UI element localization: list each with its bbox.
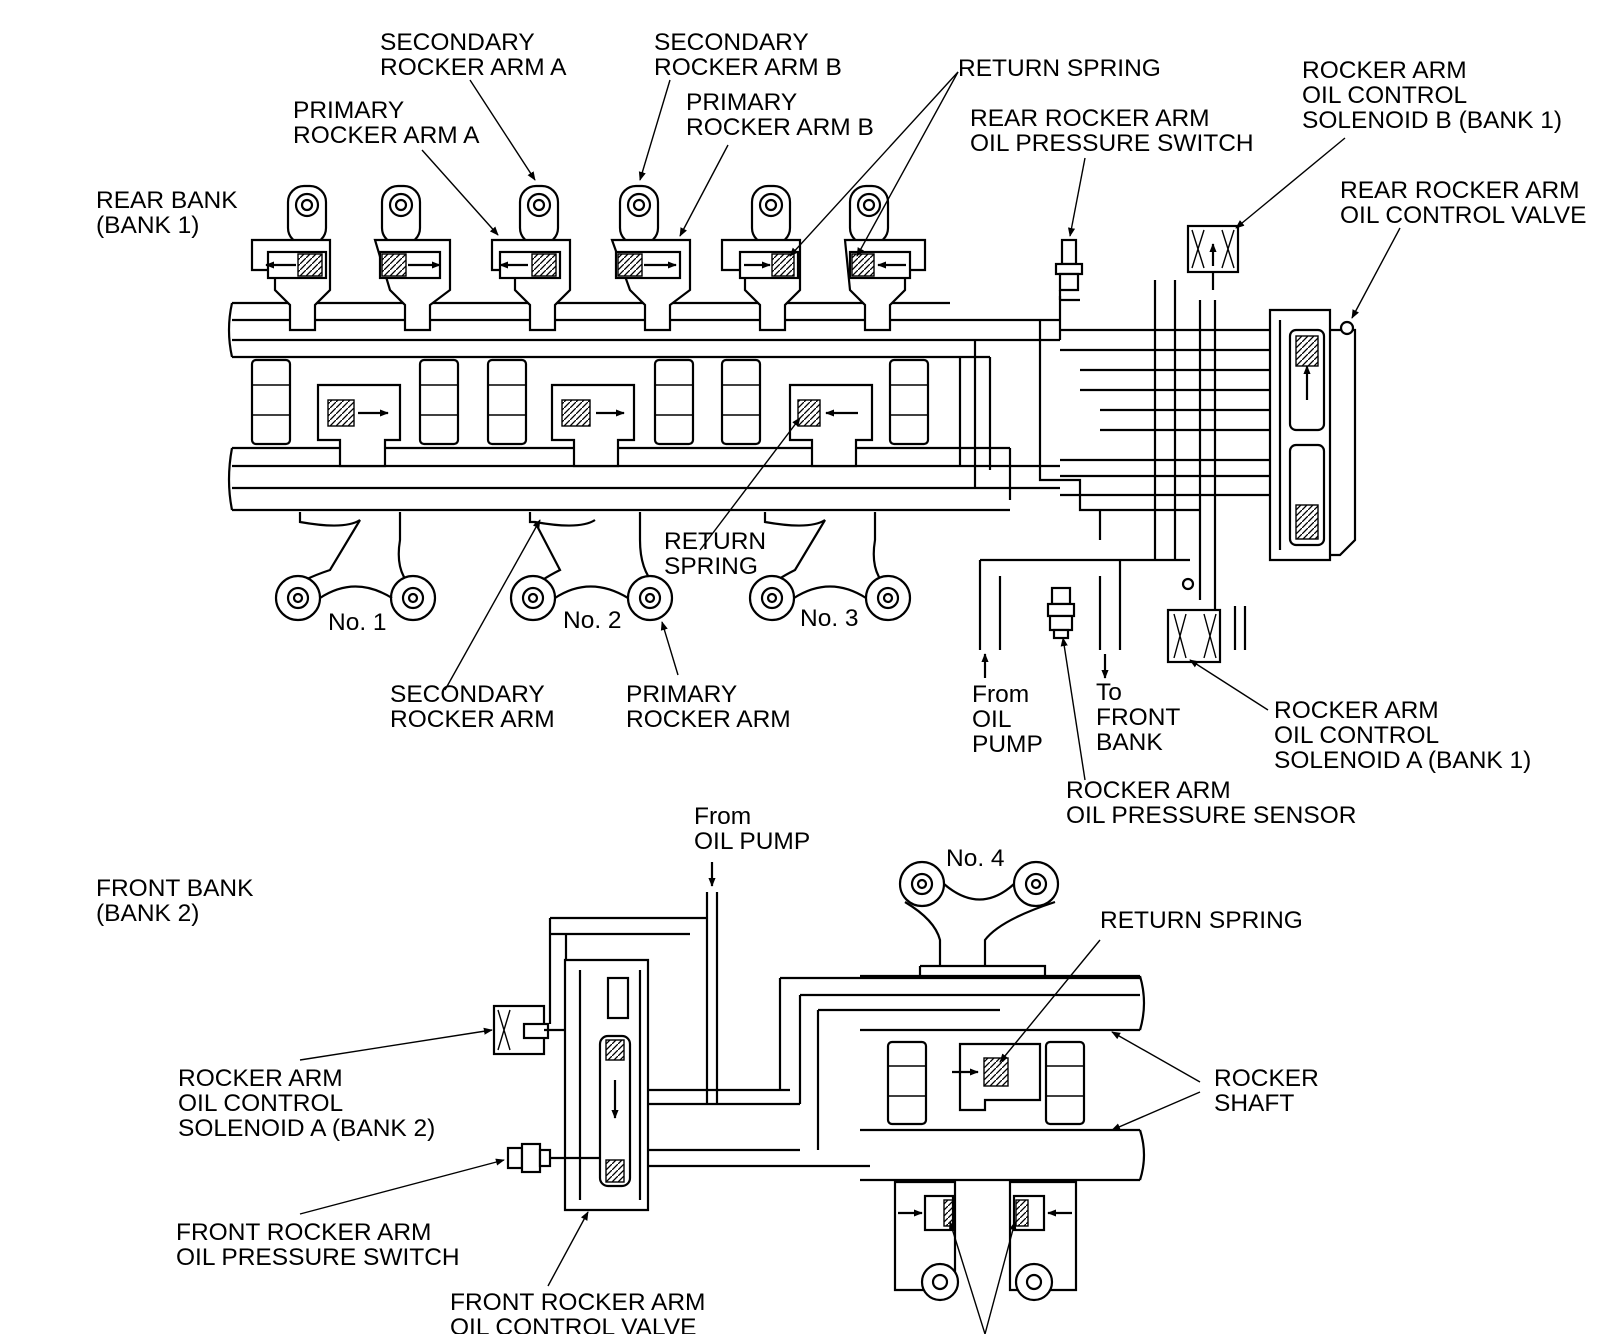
label-solenoid-a-bank1: ROCKER ARM OIL CONTROL SOLENOID A (BANK … [1274,697,1531,774]
label-no3: No. 3 [800,605,859,632]
rear-oil-passages [958,280,1290,650]
label-primary-rocker-arm-a: PRIMARY ROCKER ARM A [293,97,480,149]
front-oil-control-valve [563,958,650,1212]
label-from-oil-pump-rear: From OIL PUMP [972,681,1043,758]
rear-oil-control-valve [1268,308,1357,562]
rocker-arm-no4 [898,860,1060,976]
rear-valve-lifters [250,358,930,468]
label-rear-oil-control-valve: REAR ROCKER ARM OIL CONTROL VALVE [1340,177,1586,229]
label-from-oil-pump-front: From OIL PUMP [694,803,810,855]
label-secondary-rocker-arm-a: SECONDARY ROCKER ARM A [380,29,567,81]
rocker-arm-3 [490,184,572,332]
label-secondary-rocker-arm-b: SECONDARY ROCKER ARM B [654,29,842,81]
rear-oil-pressure-switch [1054,238,1084,292]
lower-piston-2 [550,383,636,468]
label-rear-bank: REAR BANK (BANK 1) [96,187,244,239]
label-rear-oil-pressure-switch: REAR ROCKER ARM OIL PRESSURE SWITCH [970,105,1254,157]
rocker-arm-6 [843,184,927,332]
label-secondary-rocker-arm: SECONDARY ROCKER ARM [390,681,555,733]
label-primary-rocker-arm-b: PRIMARY ROCKER ARM B [686,89,874,141]
label-front-oil-control-valve: FRONT ROCKER ARM OIL CONTROL VALVE [450,1289,712,1334]
label-return-spring-top: RETURN SPRING [958,55,1161,82]
label-no2: No. 2 [563,607,622,634]
front-rocker-shaft [860,974,1146,1182]
labels: SECONDARY ROCKER ARM A SECONDARY ROCKER … [96,29,1586,1339]
solenoid-a-bank1 [1166,577,1247,664]
front-lower-rocker-arms [893,1180,1078,1302]
rear-upper-rocker-shaft [227,301,1060,359]
front-oil-pressure-switch [506,1142,600,1174]
solenoid-b-bank1 [1186,224,1240,290]
label-oil-pressure-sensor: ROCKER ARM OIL PRESSURE SENSOR [1066,777,1356,829]
front-valve-lifters [886,1040,1086,1126]
rear-bank-assembly [227,184,1357,679]
label-to-front-bank: To FRONT BANK [1096,679,1187,756]
front-bank-assembly [492,860,1146,1302]
rocker-arm-4 [610,184,692,332]
solenoid-a-bank2 [492,1004,565,1056]
label-no1: No. 1 [328,609,387,636]
label-solenoid-b-bank1: ROCKER ARM OIL CONTROL SOLENOID B (BANK … [1302,57,1562,134]
label-no4: No. 4 [946,845,1005,872]
rocker-arm-5 [720,184,802,332]
label-front-bank: FRONT BANK (BANK 2) [96,875,260,927]
label-primary-rocker-arm: PRIMARY ROCKER ARM [626,681,791,733]
oil-pressure-sensor [1046,586,1076,640]
rear-lower-rocker-arms [274,512,912,622]
label-rocker-shaft: ROCKER SHAFT [1214,1065,1326,1117]
label-return-spring-front: RETURN SPRING [1100,907,1303,934]
front-oil-passages [648,976,1140,1168]
rocker-arm-2 [373,184,452,332]
leader-lines [299,71,1401,1335]
lower-piston-1 [316,383,402,468]
label-solenoid-a-bank2: ROCKER ARM OIL CONTROL SOLENOID A (BANK … [178,1065,435,1142]
label-return-spring-mid: RETURN SPRING [664,528,773,580]
rocker-arm-1 [250,184,332,332]
rear-upper-rocker-arms [250,184,927,332]
label-front-oil-pressure-switch: FRONT ROCKER ARM OIL PRESSURE SWITCH [176,1219,460,1271]
lower-piston-3 [788,383,874,468]
